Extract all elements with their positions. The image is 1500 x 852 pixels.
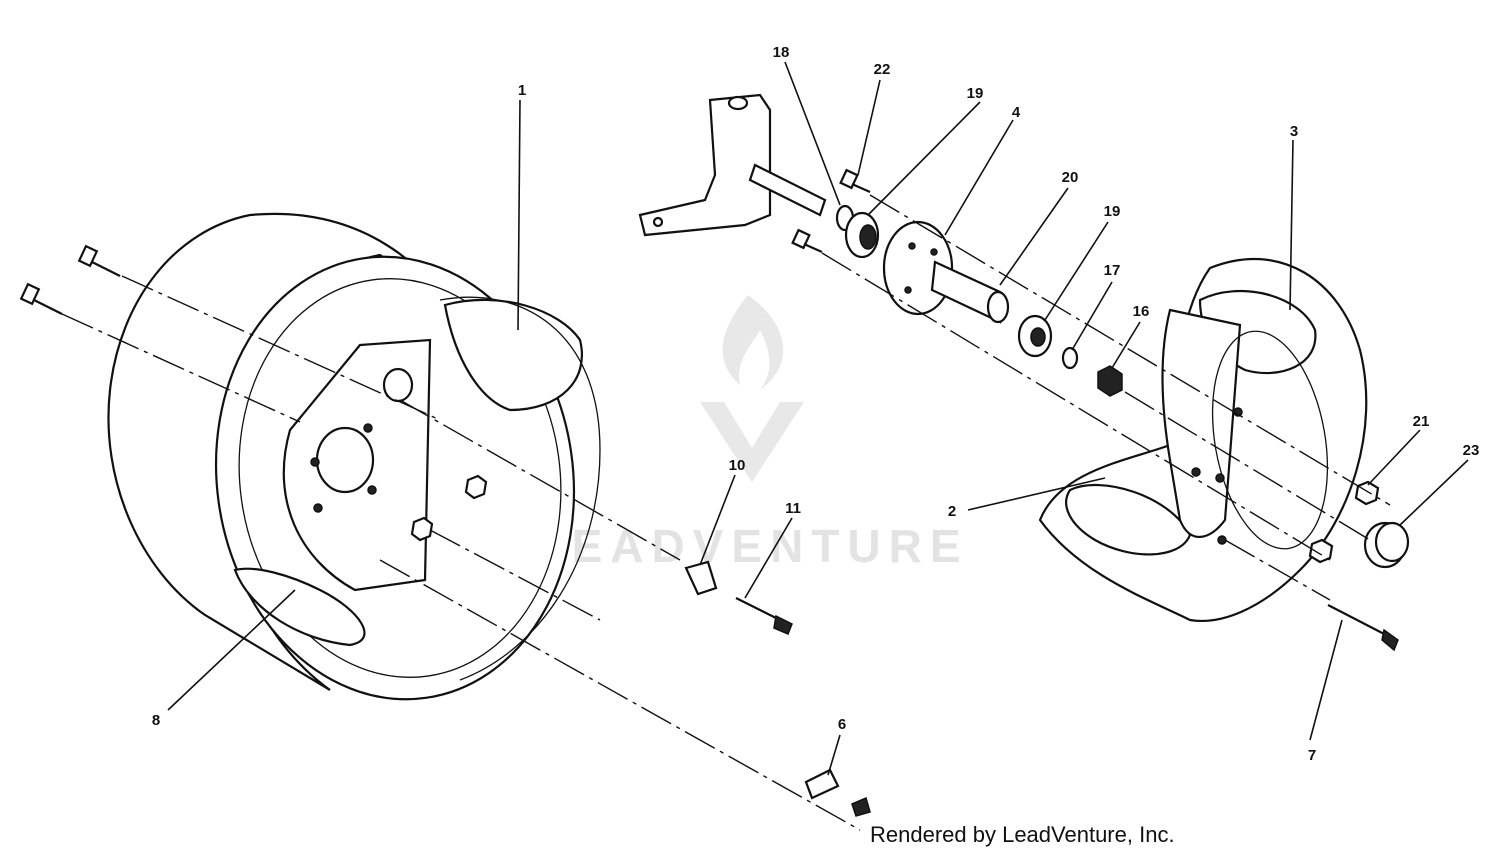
credit-text: Rendered by LeadVenture, Inc. [870,822,1175,847]
spindle-assembly [638,93,1123,397]
callout-21: 21 [1413,413,1430,430]
callout-17: 17 [1104,262,1121,279]
callout-4: 4 [1012,104,1021,121]
callout-11: 11 [785,500,801,517]
left-inner-tube [443,298,583,412]
callout-19-a: 19 [967,85,984,102]
callout-16: 16 [1133,303,1150,320]
callout-1: 1 [518,82,526,99]
callout-23: 23 [1463,442,1480,459]
callout-8: 8 [152,712,160,729]
callout-19-b: 19 [1104,203,1121,220]
washer [1061,346,1079,370]
assembly-axes [61,194,1391,831]
spindle-shaft [748,163,827,217]
hub-cap [1363,521,1410,569]
right-valve-stem [1327,604,1399,652]
cotter-pin [804,768,871,817]
hub-bolt-lower [791,228,823,254]
callout-20: 20 [1062,169,1079,186]
callout-2: 2 [948,503,956,520]
callout-6: 6 [838,716,846,733]
left-bolt-upper [77,244,121,277]
hub-bolt-upper [839,168,871,194]
spindle-bracket [638,93,772,237]
watermark-logo [700,295,804,482]
left-bolt-lower [19,282,63,315]
callout-7: 7 [1308,747,1316,764]
axle-nut [1097,365,1123,397]
leader-lines [167,61,1469,776]
callout-3: 3 [1290,123,1298,140]
callout-labels: 1 2 3 4 6 7 8 10 11 16 17 18 19 19 20 21… [152,44,1480,764]
watermark-text: LEADVENTURE [535,520,968,572]
left-valve-stem [684,560,793,635]
right-wheel-assembly [1038,257,1410,652]
callout-10: 10 [729,457,746,474]
callout-22: 22 [874,61,891,78]
callout-18: 18 [773,44,790,61]
left-wheel-assembly [19,212,601,701]
